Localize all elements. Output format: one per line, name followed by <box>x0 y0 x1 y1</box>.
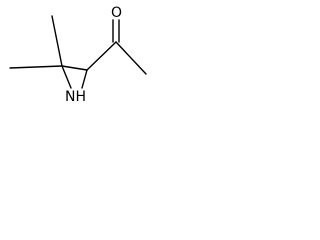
nitrogen-label: NH <box>65 89 86 105</box>
bond-ring-cc <box>61 65 88 71</box>
bond-methyl-top <box>51 15 63 67</box>
oxygen-label: O <box>111 5 122 21</box>
structure-canvas: O NH <box>0 0 156 124</box>
bond-ring-c-n <box>61 65 72 89</box>
bond-methyl-left <box>9 65 63 69</box>
bond-ring-carbonyl <box>86 41 117 71</box>
molecule-diagram: O NH <box>9 5 147 105</box>
bond-ring-n-c <box>81 69 88 89</box>
bond-carbonyl-methyl <box>115 41 147 75</box>
